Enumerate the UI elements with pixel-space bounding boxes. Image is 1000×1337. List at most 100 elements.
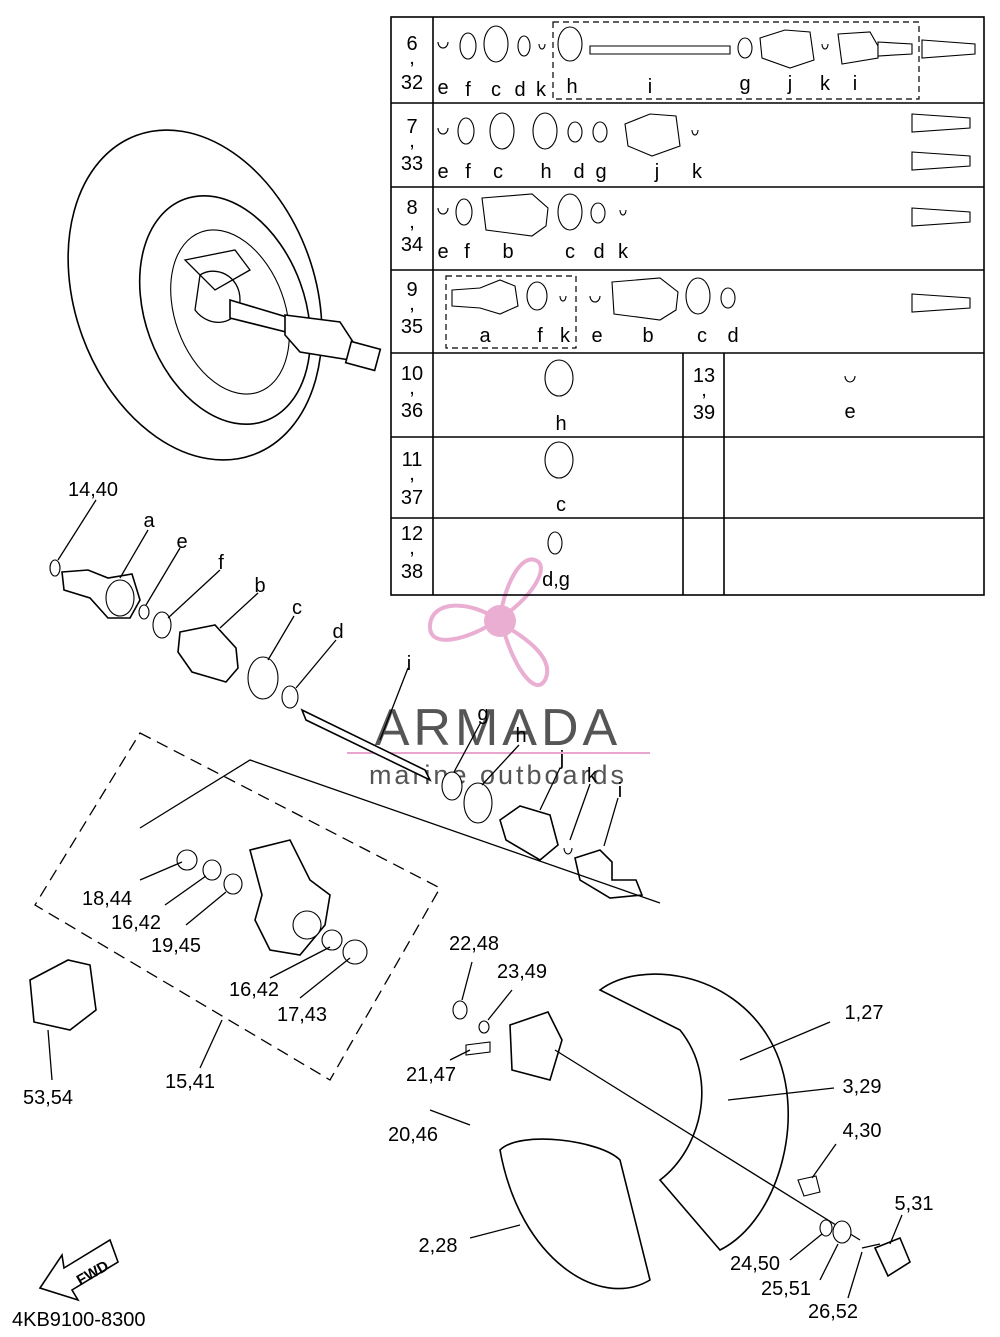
part-circlip-14 [49, 559, 61, 577]
callout-53-54: 53,54 [23, 1087, 73, 1109]
part-nut-4 [797, 1175, 821, 1197]
row-num-top: 6 [406, 33, 417, 55]
callout-g: g [477, 703, 488, 725]
callout-24-50: 24,50 [730, 1253, 780, 1275]
callout-i-bottom: i [618, 780, 622, 802]
svg-text:c: c [697, 325, 707, 347]
part-knuckle-15 [249, 839, 331, 956]
svg-text:e: e [437, 77, 448, 99]
row-comma: , [409, 47, 415, 69]
callout-17-43: 17,43 [277, 1004, 327, 1026]
diagram-code: 4KB9100-8300 [12, 1309, 145, 1331]
table-row-12: 12 , 38 [401, 523, 423, 583]
callout-26-52: 26,52 [808, 1301, 858, 1323]
part-i-shaft [300, 708, 432, 782]
row-right-num-top: 13 [693, 365, 715, 387]
part-bolt-21 [465, 1041, 491, 1056]
row-12-parts: d,g [542, 531, 570, 591]
row-num-top: 10 [401, 363, 423, 385]
svg-text:a: a [479, 325, 491, 347]
assembled-wheel-illustration [67, 129, 382, 461]
row-num-bottom: 34 [401, 234, 423, 256]
callout-c: c [292, 597, 302, 619]
part-bearing-18 [176, 849, 198, 871]
callout-a: a [143, 510, 155, 532]
callout-i-top: i [407, 653, 411, 675]
row-num-bottom: 38 [401, 561, 423, 583]
part-tire-1 [598, 973, 789, 1251]
part-c-band [247, 656, 279, 700]
part-pin-26 [861, 1243, 881, 1249]
row-11-parts: c [544, 441, 574, 516]
row-num-bottom: 37 [401, 487, 423, 509]
leader-lines [47, 499, 903, 1299]
table-row-8: 8 , 34 [401, 197, 423, 256]
callout-25-51: 25,51 [761, 1278, 811, 1300]
knuckle-assembly [29, 732, 661, 1081]
callout-14-40: 14,40 [68, 479, 118, 501]
row-letter: c [556, 494, 566, 516]
row-right-letter: e [844, 401, 855, 423]
callout-h: h [515, 725, 526, 747]
part-f-ring [152, 611, 172, 639]
callout-3-29: 3,29 [843, 1076, 882, 1098]
row-comma: , [701, 379, 707, 401]
svg-text:f: f [464, 241, 470, 263]
callout-1-27: 1,27 [845, 1002, 884, 1024]
row-comma: , [409, 377, 415, 399]
callout-b: b [254, 575, 265, 597]
callout-4-30: 4,30 [843, 1120, 882, 1142]
part-washer-22 [452, 1000, 468, 1020]
svg-text:i: i [853, 73, 857, 95]
svg-text:d: d [514, 79, 525, 101]
svg-text:b: b [642, 325, 653, 347]
callout-18-44: 18,44 [82, 888, 132, 910]
svg-text:j: j [654, 161, 659, 183]
svg-text:g: g [595, 161, 606, 183]
part-tire-2 [499, 1138, 651, 1290]
callout-15-41: 15,41 [165, 1071, 215, 1093]
callout-19-45: 19,45 [151, 935, 201, 957]
row-letter: d,g [542, 569, 570, 591]
callout-16-42-b: 16,42 [229, 979, 279, 1001]
svg-text:h: h [540, 161, 551, 183]
watermark-propeller-icon [428, 557, 550, 687]
svg-text:f: f [465, 161, 471, 183]
row-num-top: 12 [401, 523, 423, 545]
svg-text:k: k [560, 325, 571, 347]
callout-j: j [559, 748, 564, 770]
table-row-9: 9 , 35 [401, 279, 423, 338]
variant-table: 6 , 32 7 , 33 8 , 34 9 , 35 10 , 36 13 ,… [390, 16, 985, 596]
row-right-num-bottom: 39 [693, 402, 715, 424]
row-7-parts: e f c h d g j k [437, 112, 971, 183]
svg-text:h: h [566, 76, 577, 98]
row-comma: , [409, 293, 415, 315]
row-comma: , [409, 537, 415, 559]
svg-text:c: c [493, 161, 503, 183]
svg-text:k: k [692, 161, 703, 183]
svg-text:d: d [593, 241, 604, 263]
callout-23-49: 23,49 [497, 961, 547, 983]
svg-text:k: k [536, 79, 547, 101]
part-e-clip [138, 604, 150, 620]
part-i-joint [574, 849, 644, 899]
callout-5-31: 5,31 [895, 1193, 934, 1215]
row-comma: , [409, 463, 415, 485]
svg-text:g: g [739, 73, 750, 95]
svg-text:f: f [537, 325, 543, 347]
callout-20-46: 20,46 [388, 1124, 438, 1146]
row-letter: h [555, 413, 566, 435]
svg-text:f: f [465, 79, 471, 101]
table-row-11: 11 , 37 [401, 449, 423, 509]
part-k-clip [563, 847, 573, 855]
part-guard-53 [29, 959, 97, 1031]
svg-text:c: c [565, 241, 575, 263]
svg-text:j: j [787, 73, 792, 95]
fwd-arrow-icon: FWD [38, 1238, 119, 1302]
row-10-parts: h e [544, 359, 856, 435]
table-row-7: 7 , 33 [401, 116, 423, 175]
svg-text:e: e [437, 161, 448, 183]
row-num-top: 11 [402, 449, 423, 471]
row-num-top: 7 [406, 116, 417, 138]
